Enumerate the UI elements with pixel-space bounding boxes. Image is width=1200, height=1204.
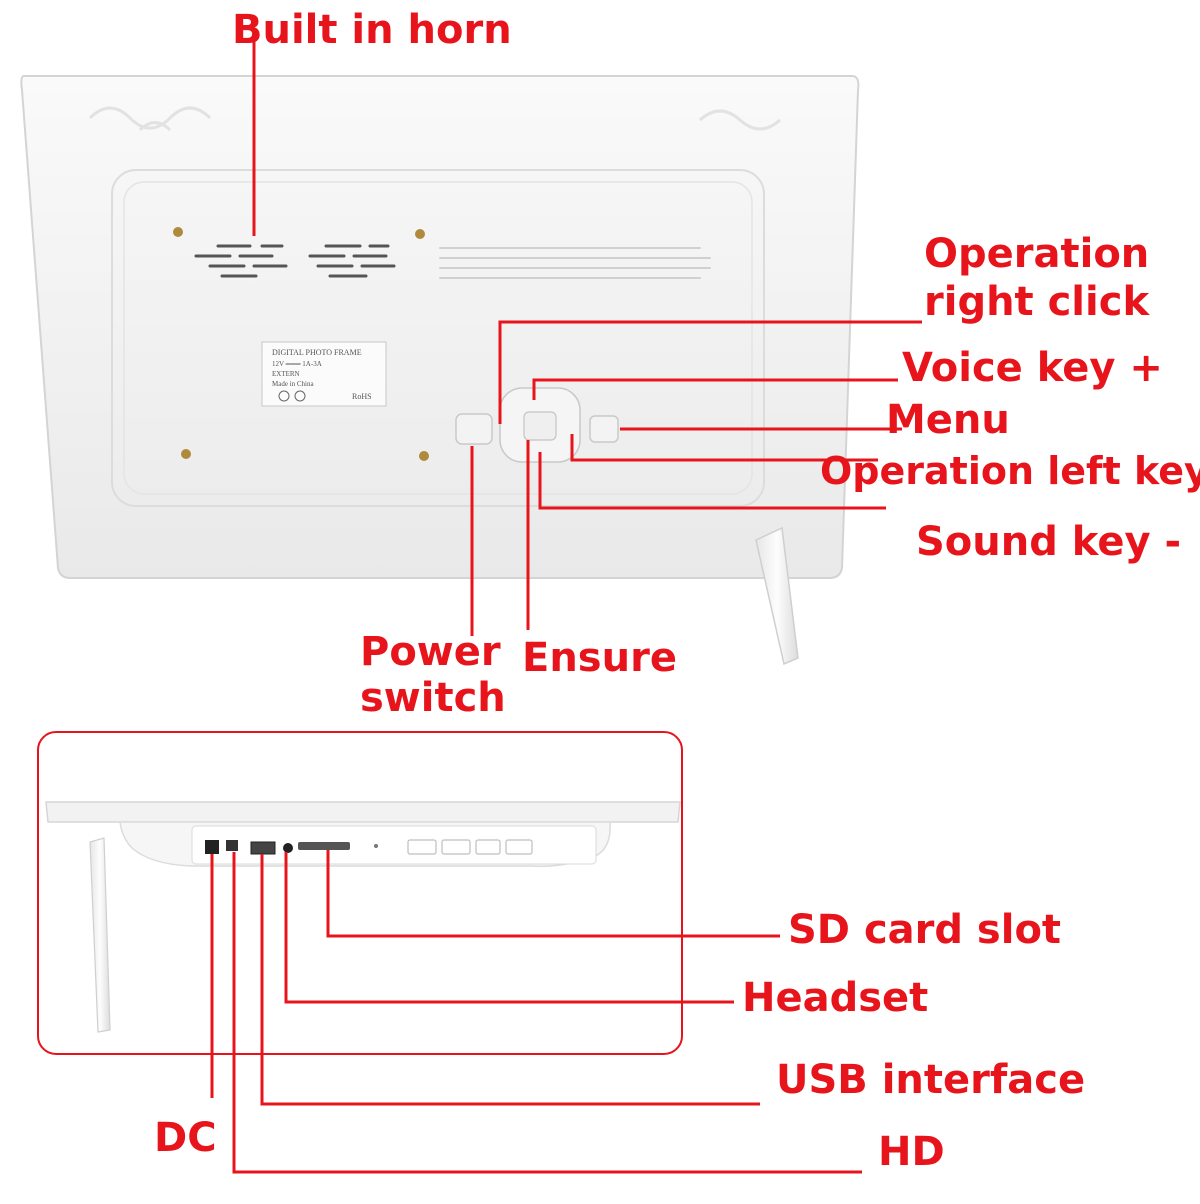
speaker-grille	[194, 244, 396, 278]
screw-icon	[419, 451, 429, 461]
label-built-in-horn: Built in horn	[232, 7, 512, 53]
screw-icon	[181, 449, 191, 459]
sticker-line1: DIGITAL PHOTO FRAME	[272, 348, 362, 357]
label-power-switch-line1: Power	[360, 629, 501, 675]
frame-back-view: DIGITAL PHOTO FRAME 12V ═══ 1A-3A EXTERN…	[20, 75, 860, 666]
rating-sticker: DIGITAL PHOTO FRAME 12V ═══ 1A-3A EXTERN…	[261, 341, 387, 407]
screw-icon	[173, 227, 183, 237]
ensure-button[interactable]	[523, 411, 557, 441]
label-operation-right-click-line1: Operation	[924, 231, 1150, 277]
certification-mark-icon	[278, 390, 290, 402]
callout-voice-key-plus	[532, 378, 898, 400]
indicator-dot	[374, 844, 378, 848]
callout-operation-left-key	[570, 434, 878, 462]
label-dc: DC	[154, 1115, 217, 1161]
callout-usb-interface	[260, 854, 760, 1106]
headset-jack	[283, 843, 293, 853]
screw-icon	[415, 229, 425, 239]
label-usb-interface: USB interface	[776, 1057, 1086, 1103]
menu-button[interactable]	[589, 415, 619, 443]
frame-inner-panel	[123, 181, 753, 495]
frame-stand	[755, 526, 799, 666]
label-menu: Menu	[886, 397, 1010, 443]
frame-decor-scroll	[88, 106, 782, 132]
side-buttons	[407, 839, 533, 855]
callout-hd	[232, 852, 862, 1174]
side-frame-top-edge	[45, 801, 681, 823]
side-stand	[89, 837, 111, 1033]
frame-side-view	[45, 801, 681, 1033]
label-sound-key-minus: Sound key -	[916, 519, 1182, 565]
sticker-line5: RoHS	[352, 392, 372, 401]
hd-port	[226, 840, 238, 851]
label-ensure: Ensure	[522, 635, 677, 681]
usb-port	[250, 841, 276, 855]
label-operation-right-click-line2: right click	[924, 279, 1150, 325]
label-voice-key-plus: Voice key +	[902, 345, 1163, 391]
vent-slots	[439, 247, 711, 279]
label-power-switch-line2: switch	[360, 675, 506, 721]
sd-card-slot	[298, 842, 350, 850]
sticker-line2: 12V ═══ 1A-3A	[272, 360, 322, 368]
dc-port	[205, 840, 219, 854]
callout-headset	[284, 852, 734, 1004]
side-view-highlight-box	[37, 731, 683, 1055]
label-headset: Headset	[742, 975, 929, 1021]
frame-back-panel	[111, 169, 765, 507]
label-sd-card-slot: SD card slot	[788, 907, 1062, 953]
callout-lines	[210, 40, 922, 1174]
callout-operation-right-click	[498, 320, 922, 424]
label-hd: HD	[878, 1129, 945, 1175]
sticker-line3: EXTERN	[272, 370, 300, 378]
callout-sound-key-minus	[538, 452, 886, 510]
power-switch-button[interactable]	[455, 413, 493, 445]
certification-mark-icon	[294, 390, 306, 402]
callout-sd-card-slot	[326, 850, 780, 938]
sticker-line4: Made in China	[272, 380, 314, 388]
label-operation-left-key: Operation left key	[820, 449, 1200, 493]
